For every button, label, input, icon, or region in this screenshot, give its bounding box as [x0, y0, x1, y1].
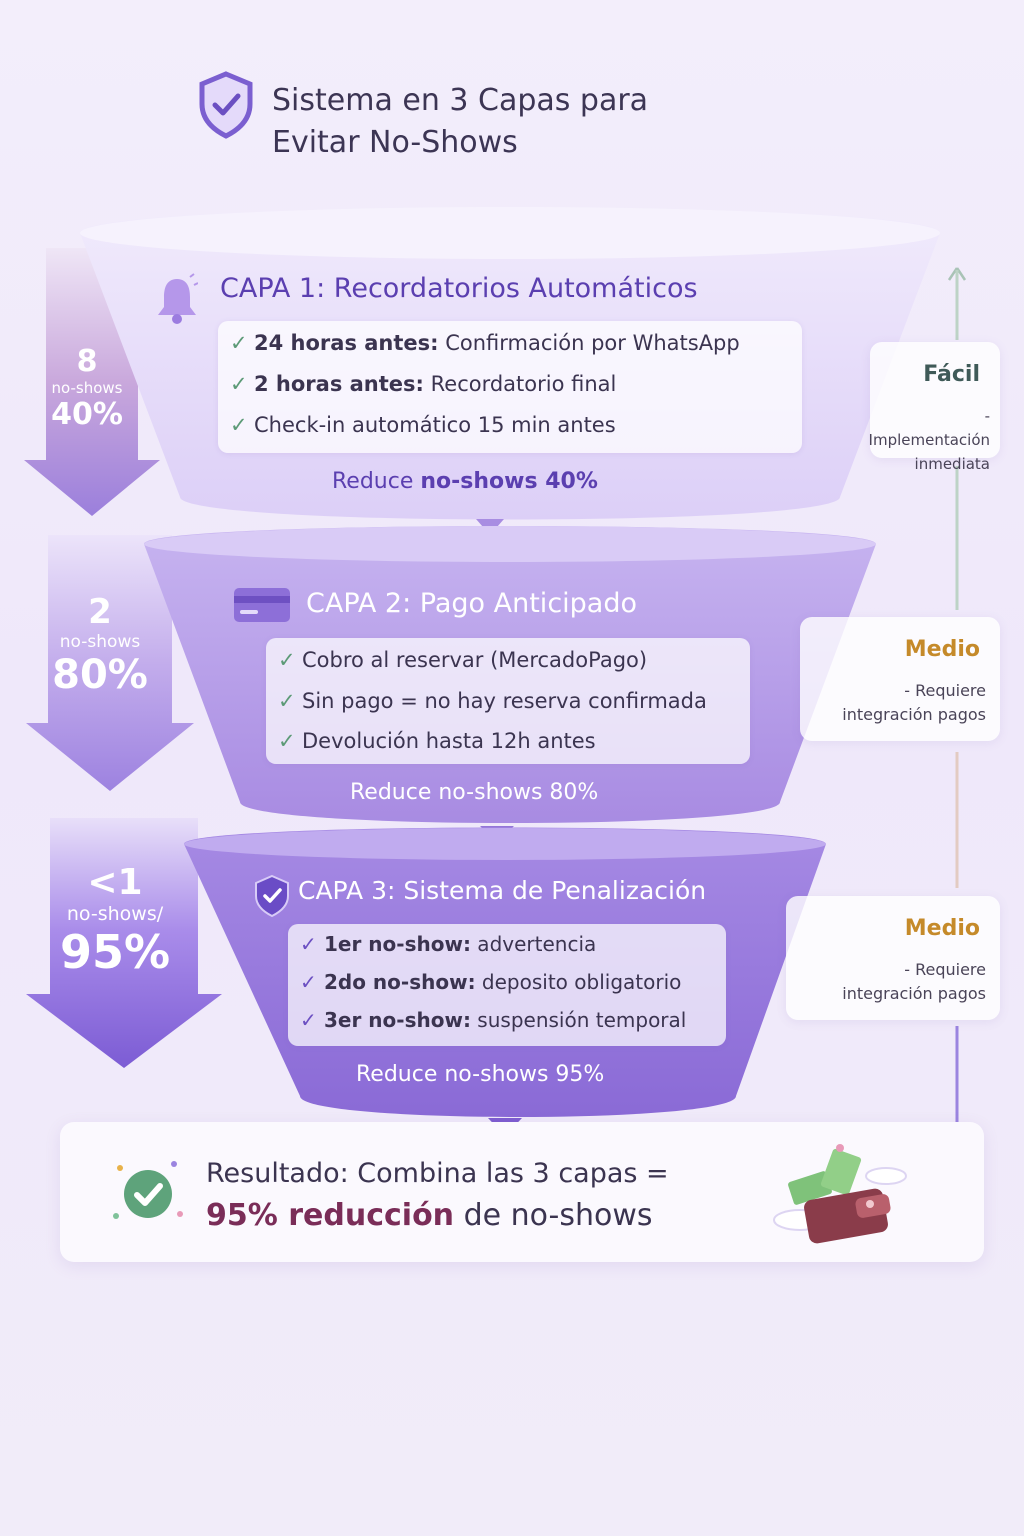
check-icon: ✓ — [278, 689, 296, 713]
arrow-2-text: 2 no-shows 80% — [30, 592, 170, 698]
item-text: Confirmación por WhatsApp — [438, 331, 740, 355]
check-icon: ✓ — [300, 932, 317, 956]
layer-3-title: CAPA 3: Sistema de Penalización — [298, 876, 707, 905]
bell-icon — [156, 273, 198, 325]
arrow-1-percent: 40% — [51, 397, 123, 432]
layer-2: CAPA 2: Pago Anticipado ✓Cobro al reserv… — [140, 524, 880, 844]
item-bold: 24 horas antes: — [254, 331, 439, 355]
shield-check-icon — [196, 70, 256, 140]
check-icon: ✓ — [230, 413, 248, 437]
item-bold: 2 horas antes: — [254, 372, 424, 396]
arrow-1-label: no-shows — [51, 379, 123, 397]
item-text: Check-in automático 15 min antes — [254, 413, 616, 437]
reduce-value: no-shows 40% — [420, 469, 598, 494]
item-text: Recordatorio final — [423, 372, 617, 396]
difficulty-note-2: - Requiere integración pagos — [842, 681, 986, 724]
item-bold: 2do no-show: — [324, 970, 476, 994]
difficulty-level-1: Fácil — [923, 362, 980, 387]
result-highlight: 95% reducción — [206, 1198, 455, 1233]
arrow-3-text: <1 no-shows/ 95% — [30, 862, 200, 979]
wallet-money-icon — [760, 1140, 910, 1250]
arrow-1-text: 8 no-shows 40% — [24, 344, 150, 432]
arrow-3-percent: 95% — [59, 925, 171, 979]
layer-1-title: CAPA 1: Recordatorios Automáticos — [220, 273, 698, 304]
result-line-2: 95% reducción de no-shows — [206, 1198, 653, 1233]
check-icon: ✓ — [230, 372, 248, 396]
layer-3-reduce: Reduce no-shows 95% — [356, 1062, 605, 1087]
item-bold: 3er no-show: — [324, 1008, 471, 1032]
layer-1-reduce: Reduce no-shows 40% — [332, 469, 598, 494]
arrow-3-label: no-shows/ — [66, 903, 164, 925]
checklist-item: ✓2 horas antes: Recordatorio final — [230, 372, 616, 396]
item-text: Cobro al reservar (MercadoPago) — [302, 648, 648, 672]
result-line-1: Resultado: Combina las 3 capas = — [206, 1158, 669, 1189]
layer-1-checklist: ✓24 horas antes: Confirmación por WhatsA… — [218, 321, 802, 453]
check-icon: ✓ — [278, 648, 296, 672]
difficulty-note-3: - Requiere integración pagos — [842, 960, 986, 1003]
result-suffix: de no-shows — [454, 1198, 653, 1233]
arrow-layer-2 — [26, 535, 194, 791]
item-text: advertencia — [470, 932, 597, 956]
checklist-item: ✓Devolución hasta 12h antes — [278, 729, 596, 753]
reduce-prefix: Reduce — [332, 469, 421, 494]
arrow-3-count: <1 — [87, 862, 143, 903]
arrow-2-count: 2 — [88, 592, 112, 632]
checklist-item: ✓24 horas antes: Confirmación por WhatsA… — [230, 331, 740, 355]
layer-2-checklist: ✓Cobro al reservar (MercadoPago) ✓Sin pa… — [266, 638, 750, 764]
item-bold: 1er no-show: — [324, 932, 471, 956]
checklist-item: ✓ 1er no-show: advertencia — [300, 932, 596, 956]
difficulty-card-1: Fácil -Implementación inmediata — [869, 342, 1000, 473]
check-icon: ✓ — [278, 729, 296, 753]
item-text: Devolución hasta 12h antes — [302, 729, 596, 753]
difficulty-note-1: -Implementación inmediata — [868, 407, 991, 473]
layer-1: CAPA 1: Recordatorios Automáticos ✓24 ho… — [70, 205, 950, 540]
check-icon: ✓ — [300, 970, 317, 994]
item-text: Sin pago = no hay reserva confirmada — [302, 689, 707, 713]
layer-3-checklist: ✓ 1er no-show: advertencia ✓ 2do no-show: … — [288, 924, 726, 1046]
checklist-item: ✓ 3er no-show: suspensión temporal — [300, 1008, 686, 1032]
layer-2-reduce: Reduce no-shows 80% — [350, 780, 599, 805]
arrow-1-count: 8 — [76, 344, 98, 379]
check-circle-icon — [108, 1154, 188, 1234]
item-text: suspensión temporal — [470, 1008, 687, 1032]
difficulty-card-3: Medio - Requiere integración pagos — [786, 896, 1000, 1020]
checklist-item: ✓ 2do no-show: deposito obligatorio — [300, 970, 681, 994]
difficulty-level-3: Medio — [904, 916, 980, 941]
check-icon: ✓ — [230, 331, 248, 355]
checklist-item: ✓Cobro al reservar (MercadoPago) — [278, 648, 647, 672]
difficulty-card-2: Medio - Requiere integración pagos — [800, 617, 1000, 741]
shield-check-icon — [252, 874, 292, 918]
page-title: Sistema en 3 Capas para Evitar No-Shows — [272, 83, 649, 160]
checklist-item: ✓Sin pago = no hay reserva confirmada — [278, 689, 707, 713]
difficulty-level-2: Medio — [904, 637, 980, 662]
item-text: deposito obligatorio — [475, 970, 682, 994]
arrow-layer-3 — [26, 818, 222, 1068]
layer-3: CAPA 3: Sistema de Penalización ✓ 1er no-… — [180, 826, 830, 1142]
checklist-item: ✓Check-in automático 15 min antes — [230, 413, 616, 437]
arrow-2-label: no-shows — [59, 632, 141, 652]
arrow-2-percent: 80% — [52, 652, 148, 698]
check-icon: ✓ — [300, 1008, 317, 1032]
layer-2-title: CAPA 2: Pago Anticipado — [306, 588, 638, 619]
credit-card-icon — [232, 586, 292, 624]
result-card: Resultado: Combina las 3 capas = 95% red… — [60, 1122, 984, 1262]
